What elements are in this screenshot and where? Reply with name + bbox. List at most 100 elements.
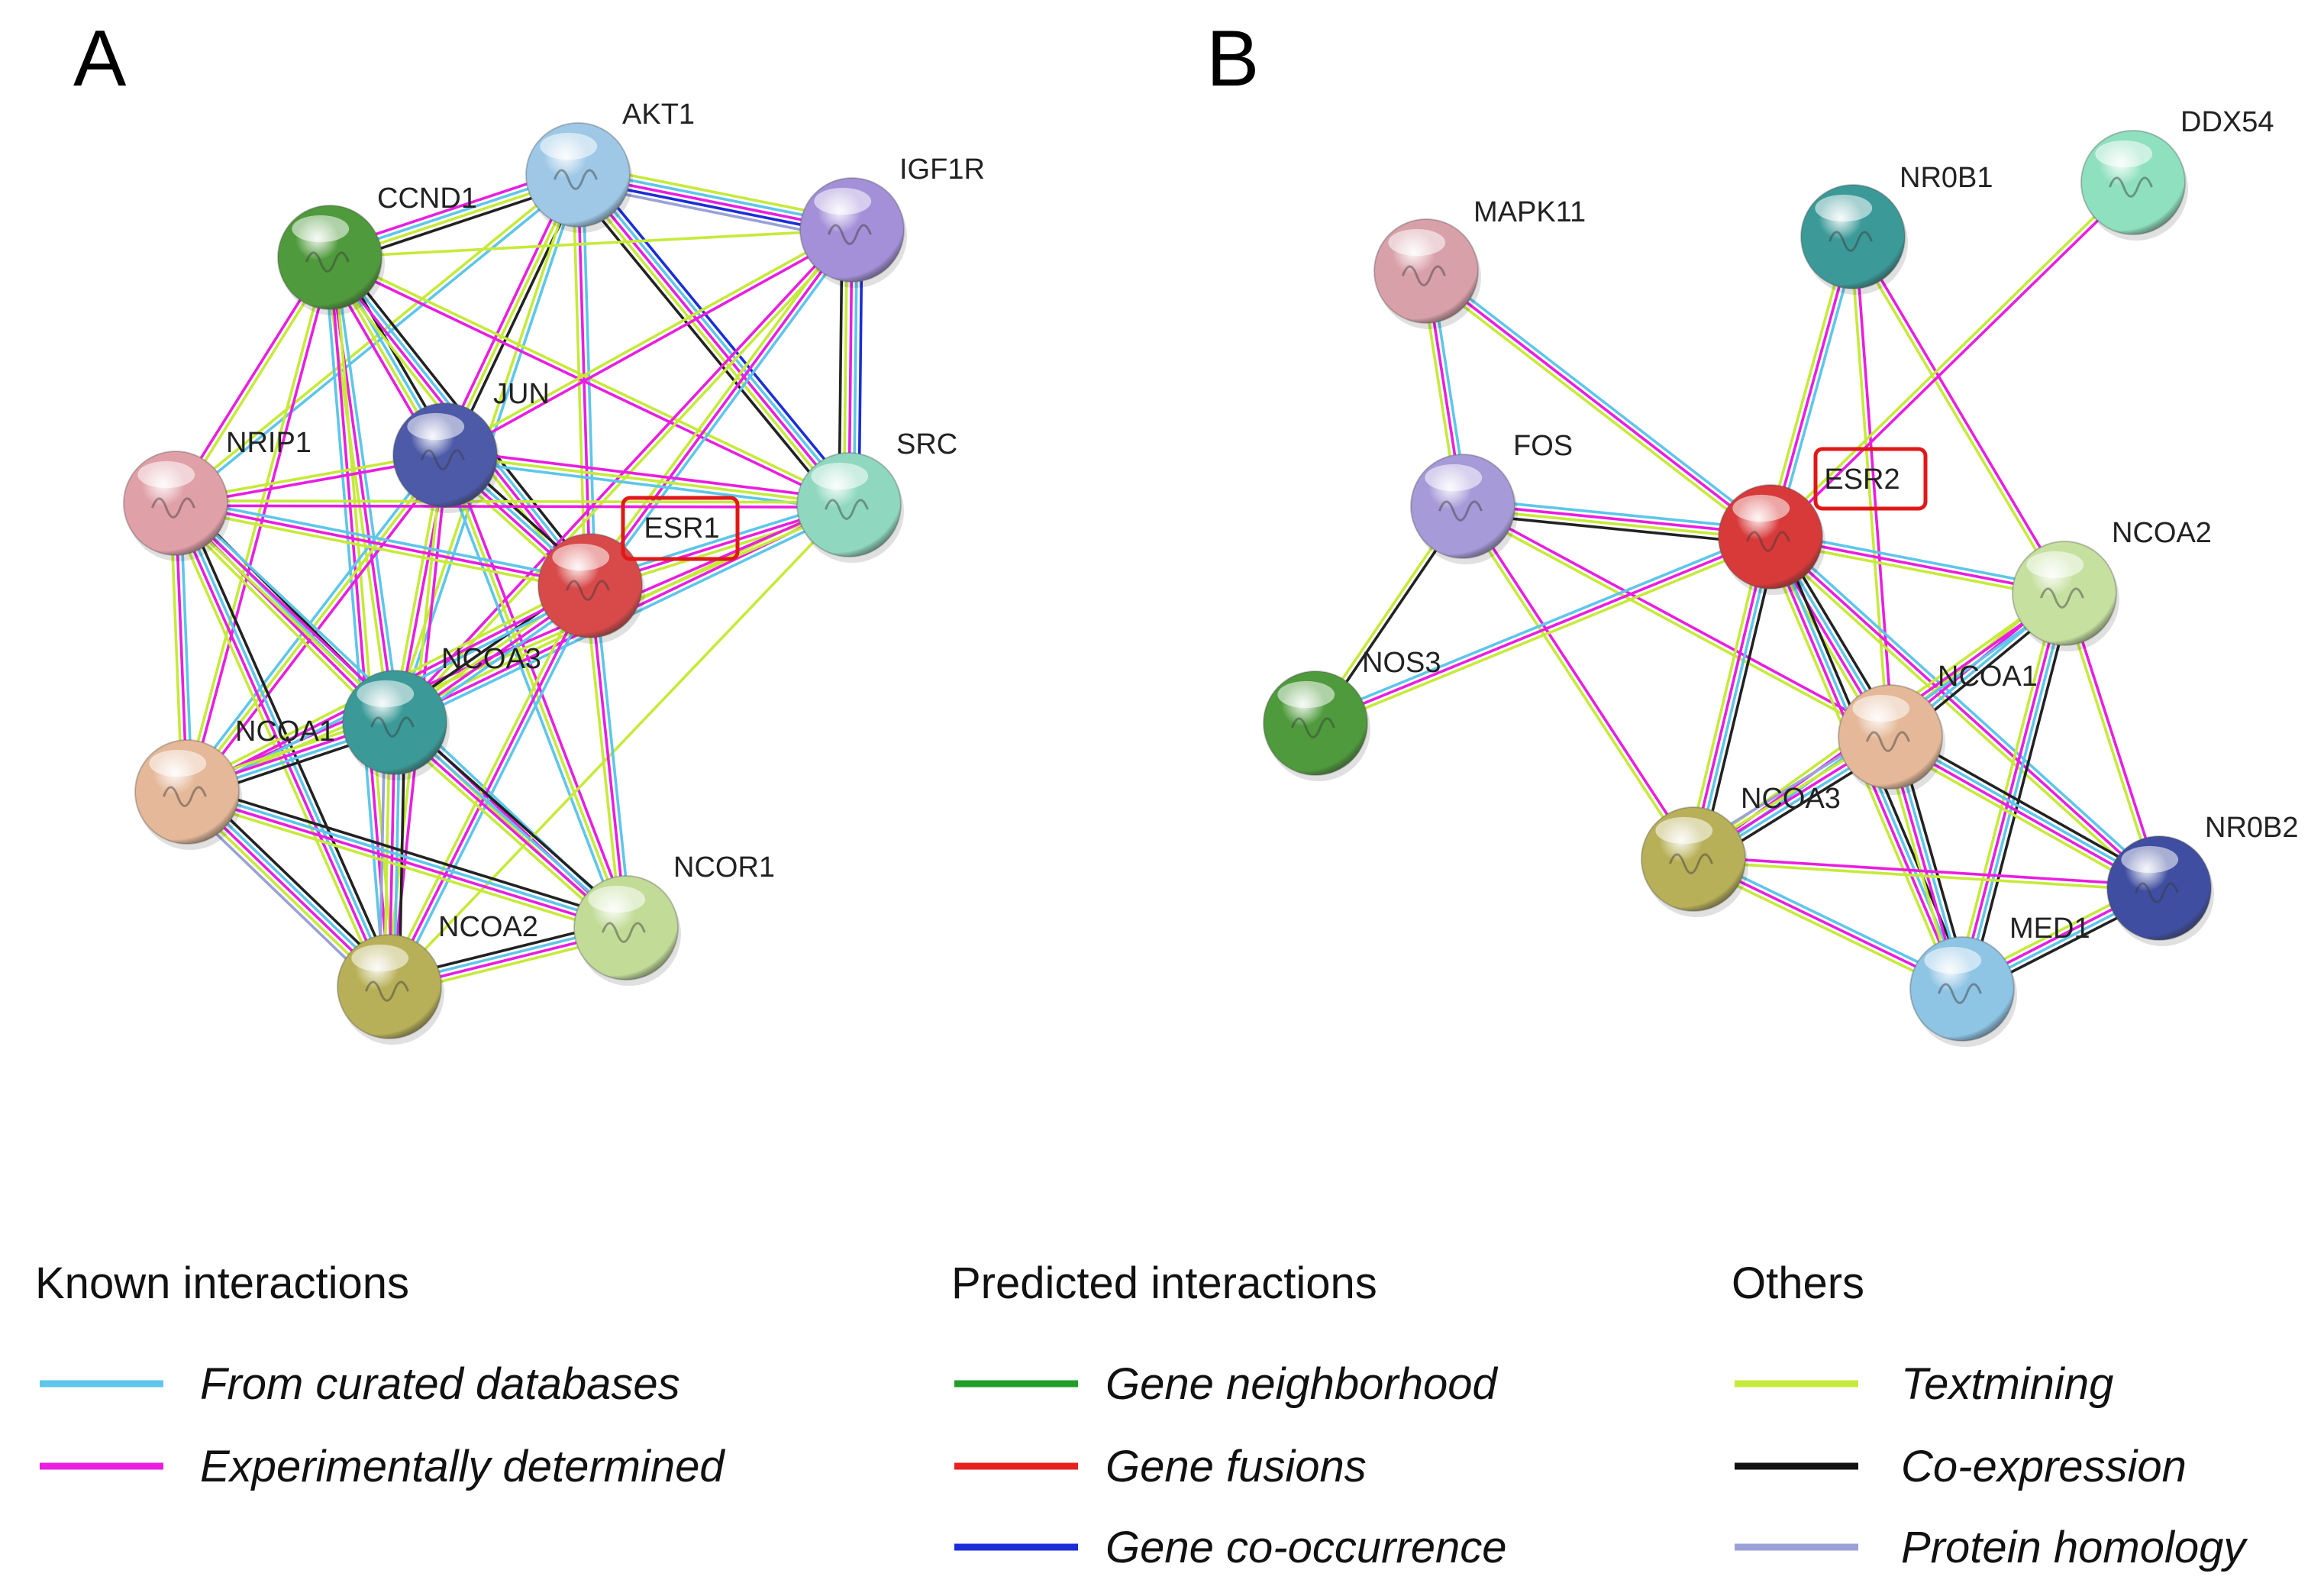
protein-structure-icon [1668,853,1713,874]
edge-esr1-ncor1 [583,583,633,930]
node-gloss [811,462,869,490]
node-nr0b1[interactable] [1800,184,1908,295]
edge-strand-magenta [1769,535,2161,890]
legend-label: Gene neighborhood [1106,1359,1499,1409]
node-gloss [1425,464,1483,492]
node-gloss [588,885,646,913]
node-ncoa2[interactable] [2012,541,2119,651]
edge-strand-yellow [1692,860,2161,892]
edge-strand-black [188,783,630,922]
edge-src-ncoa2 [388,503,851,988]
node-gloss [540,132,598,160]
node-label-ncoa3: NCOA3 [1741,783,1841,815]
edge-strand-black [569,179,843,513]
edge-strand-cyan [1694,535,1774,861]
edge-strand-yellow [583,584,623,930]
node-ncoa3[interactable] [342,670,450,780]
node-label-igf1r: IGF1R [899,153,985,186]
edge-akt1-src [569,166,858,513]
edge-strand-yellow [328,228,854,259]
node-gloss [149,749,207,777]
legend-label: From curated databases [200,1359,680,1409]
node-gloss [552,543,610,571]
node-ddx54[interactable] [2080,130,2188,241]
node-jun[interactable] [392,402,500,513]
edge-strand-yellow [1765,538,2158,893]
edge-strand-magenta [448,451,632,928]
node-gloss [1388,228,1446,257]
highlight-box-esr1 [621,496,740,561]
node-label-akt1: AKT1 [622,99,695,131]
edge-ddx54-esr2 [1767,179,2137,541]
node-esr2[interactable] [1718,484,1825,595]
edge-strand-yellow [186,454,447,793]
node-ccnd1[interactable] [277,205,385,315]
edge-strand-yellow [383,582,588,986]
edge-akt1-nrip1 [173,171,581,507]
node-nrip1[interactable] [123,451,231,561]
node-label-ncoa1: NCOA1 [1938,661,2038,693]
edge-strand-magenta [1854,234,1894,738]
edge-jun-ncoa1 [182,451,451,796]
legend-label: Textmining [1901,1359,2113,1409]
edge-strand-cyan [1312,531,1770,720]
edge-strand-magenta [174,502,592,587]
node-label-ncoa2: NCOA2 [2112,517,2212,549]
node-mapk11[interactable] [1373,218,1481,329]
node-akt1[interactable] [525,122,633,233]
protein-structure-icon [1745,531,1790,552]
node-ncoa1[interactable] [134,739,242,850]
node-esr1[interactable] [537,533,645,644]
protein-structure-icon [553,169,598,190]
protein-structure-icon [1865,731,1910,752]
edge-strand-magenta [189,457,451,796]
legend-label: Gene co-occurrence [1106,1523,1506,1572]
node-fos[interactable] [1410,454,1518,564]
node-label-esr1: ESR1 [644,512,719,544]
node-med1[interactable] [1909,936,2017,1047]
edge-strand-yellow [1315,540,1774,729]
node-nr0b2[interactable] [2106,835,2214,946]
edge-strand-magenta [1692,855,2161,887]
node-src[interactable] [796,452,904,563]
edge-nos3-esr2 [1312,531,1774,729]
node-gloss [357,680,415,708]
edge-strand-magenta [1690,535,1770,860]
node-gloss [2121,845,2179,874]
node-ncoa2[interactable] [337,934,444,1045]
edge-strand-yellow [1459,506,1693,862]
node-ncoa3[interactable] [1641,806,1748,917]
node-label-ccnd1: CCND1 [377,183,477,215]
protein-structure-icon [601,922,646,943]
node-label-nrip1: NRIP1 [226,427,311,459]
edge-strand-cyan [593,583,633,929]
node-igf1r[interactable] [799,177,907,288]
edge-strand-magenta [1958,591,2064,990]
protein-structure-icon [824,499,869,520]
edge-strand-black [181,499,398,985]
edge-strand-cyan [1462,497,1773,531]
edge-strand-cyan [182,451,443,790]
node-gloss [1277,680,1335,709]
edge-ncoa1-ncor1 [183,783,630,937]
legend-group-known: Known interactions From curated database… [35,1258,725,1491]
edge-strand-magenta [1425,270,1772,538]
node-label-nr0b1: NR0B1 [1900,162,1993,194]
legend-title: Known interactions [35,1258,409,1308]
node-label-nos3: NOS3 [1362,647,1441,679]
edge-strand-yellow [1953,590,2059,989]
node-nos3[interactable] [1263,670,1370,781]
edge-strand-cyan [176,500,393,987]
panel-b-letter: B [1206,15,1259,103]
node-label-med1: MED1 [2009,913,2090,945]
legend: Known interactions From curated database… [35,1258,2248,1572]
node-ncoa1[interactable] [1838,684,1945,795]
edge-strand-cyan [592,231,857,590]
protein-structure-icon [1937,983,1982,1004]
edge-ncoa2-med1 [1953,590,2074,993]
node-ncor1[interactable] [573,875,681,986]
edge-strand-magenta [185,793,627,932]
